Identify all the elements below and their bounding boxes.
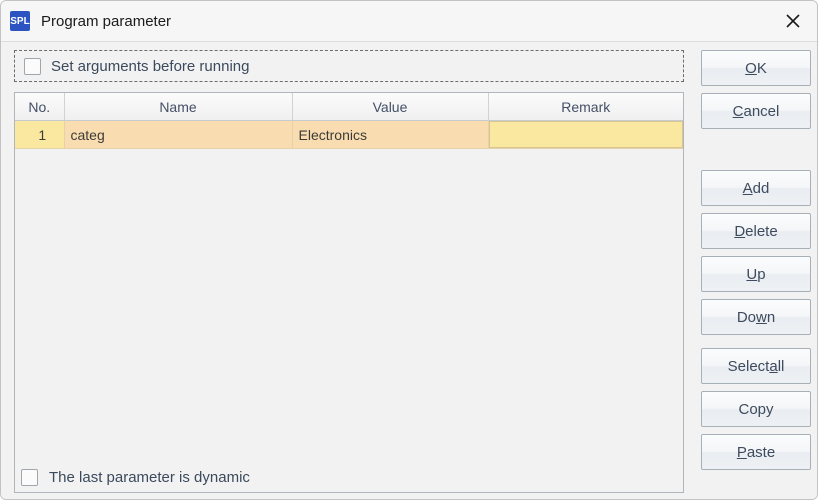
spl-app-icon: SPL	[10, 11, 30, 31]
cell-name[interactable]: categ	[64, 120, 293, 149]
column-header-name[interactable]: Name	[64, 93, 293, 121]
down-label-post: n	[766, 308, 776, 326]
table-row[interactable]: 1 categ Electronics	[15, 120, 683, 149]
cancel-label-post: ancel	[743, 102, 780, 120]
title-bar: SPL Program parameter	[1, 1, 817, 42]
down-label-pre: Do	[736, 308, 756, 326]
set-arguments-checkbox[interactable]	[24, 57, 41, 75]
cancel-mnemonic: C	[732, 102, 744, 120]
last-parameter-dynamic-row[interactable]: The last parameter is dynamic	[21, 469, 250, 486]
up-label-post: p	[757, 265, 766, 283]
add-label-post: dd	[752, 179, 770, 197]
cell-value[interactable]: Electronics	[292, 120, 489, 149]
delete-label-post: elete	[745, 222, 778, 240]
column-header-remark[interactable]: Remark	[488, 93, 683, 121]
select-all-label-post: ll	[777, 357, 785, 375]
select-all-mnemonic: a	[769, 357, 778, 375]
up-mnemonic: U	[746, 265, 758, 283]
select-all-label-pre: Select	[727, 357, 770, 375]
set-arguments-checkbox-row[interactable]: Set arguments before running	[14, 50, 684, 82]
window-title: Program parameter	[41, 12, 172, 30]
copy-label-pre: Copy	[738, 400, 774, 418]
copy-button[interactable]: Copy	[701, 391, 811, 427]
last-parameter-dynamic-checkbox[interactable]	[21, 469, 38, 486]
paste-label-post: aste	[746, 443, 776, 461]
dialog-body: Set arguments before running No. Name Va…	[1, 42, 695, 499]
column-header-no[interactable]: No.	[15, 93, 65, 121]
paste-mnemonic: P	[736, 443, 747, 461]
delete-mnemonic: D	[734, 222, 746, 240]
ok-mnemonic: O	[745, 59, 757, 77]
set-arguments-label: Set arguments before running	[51, 57, 250, 75]
cell-no[interactable]: 1	[15, 120, 65, 149]
ok-label-post: K	[756, 59, 767, 77]
add-mnemonic: A	[742, 179, 753, 197]
parameters-table[interactable]: No. Name Value Remark 1 categ Electronic…	[14, 92, 684, 493]
table-header-row: No. Name Value Remark	[15, 93, 683, 121]
last-parameter-dynamic-label: The last parameter is dynamic	[49, 469, 250, 486]
close-icon[interactable]	[767, 1, 817, 41]
down-mnemonic: w	[756, 308, 767, 326]
cell-remark[interactable]	[488, 120, 683, 149]
column-header-value[interactable]: Value	[292, 93, 489, 121]
